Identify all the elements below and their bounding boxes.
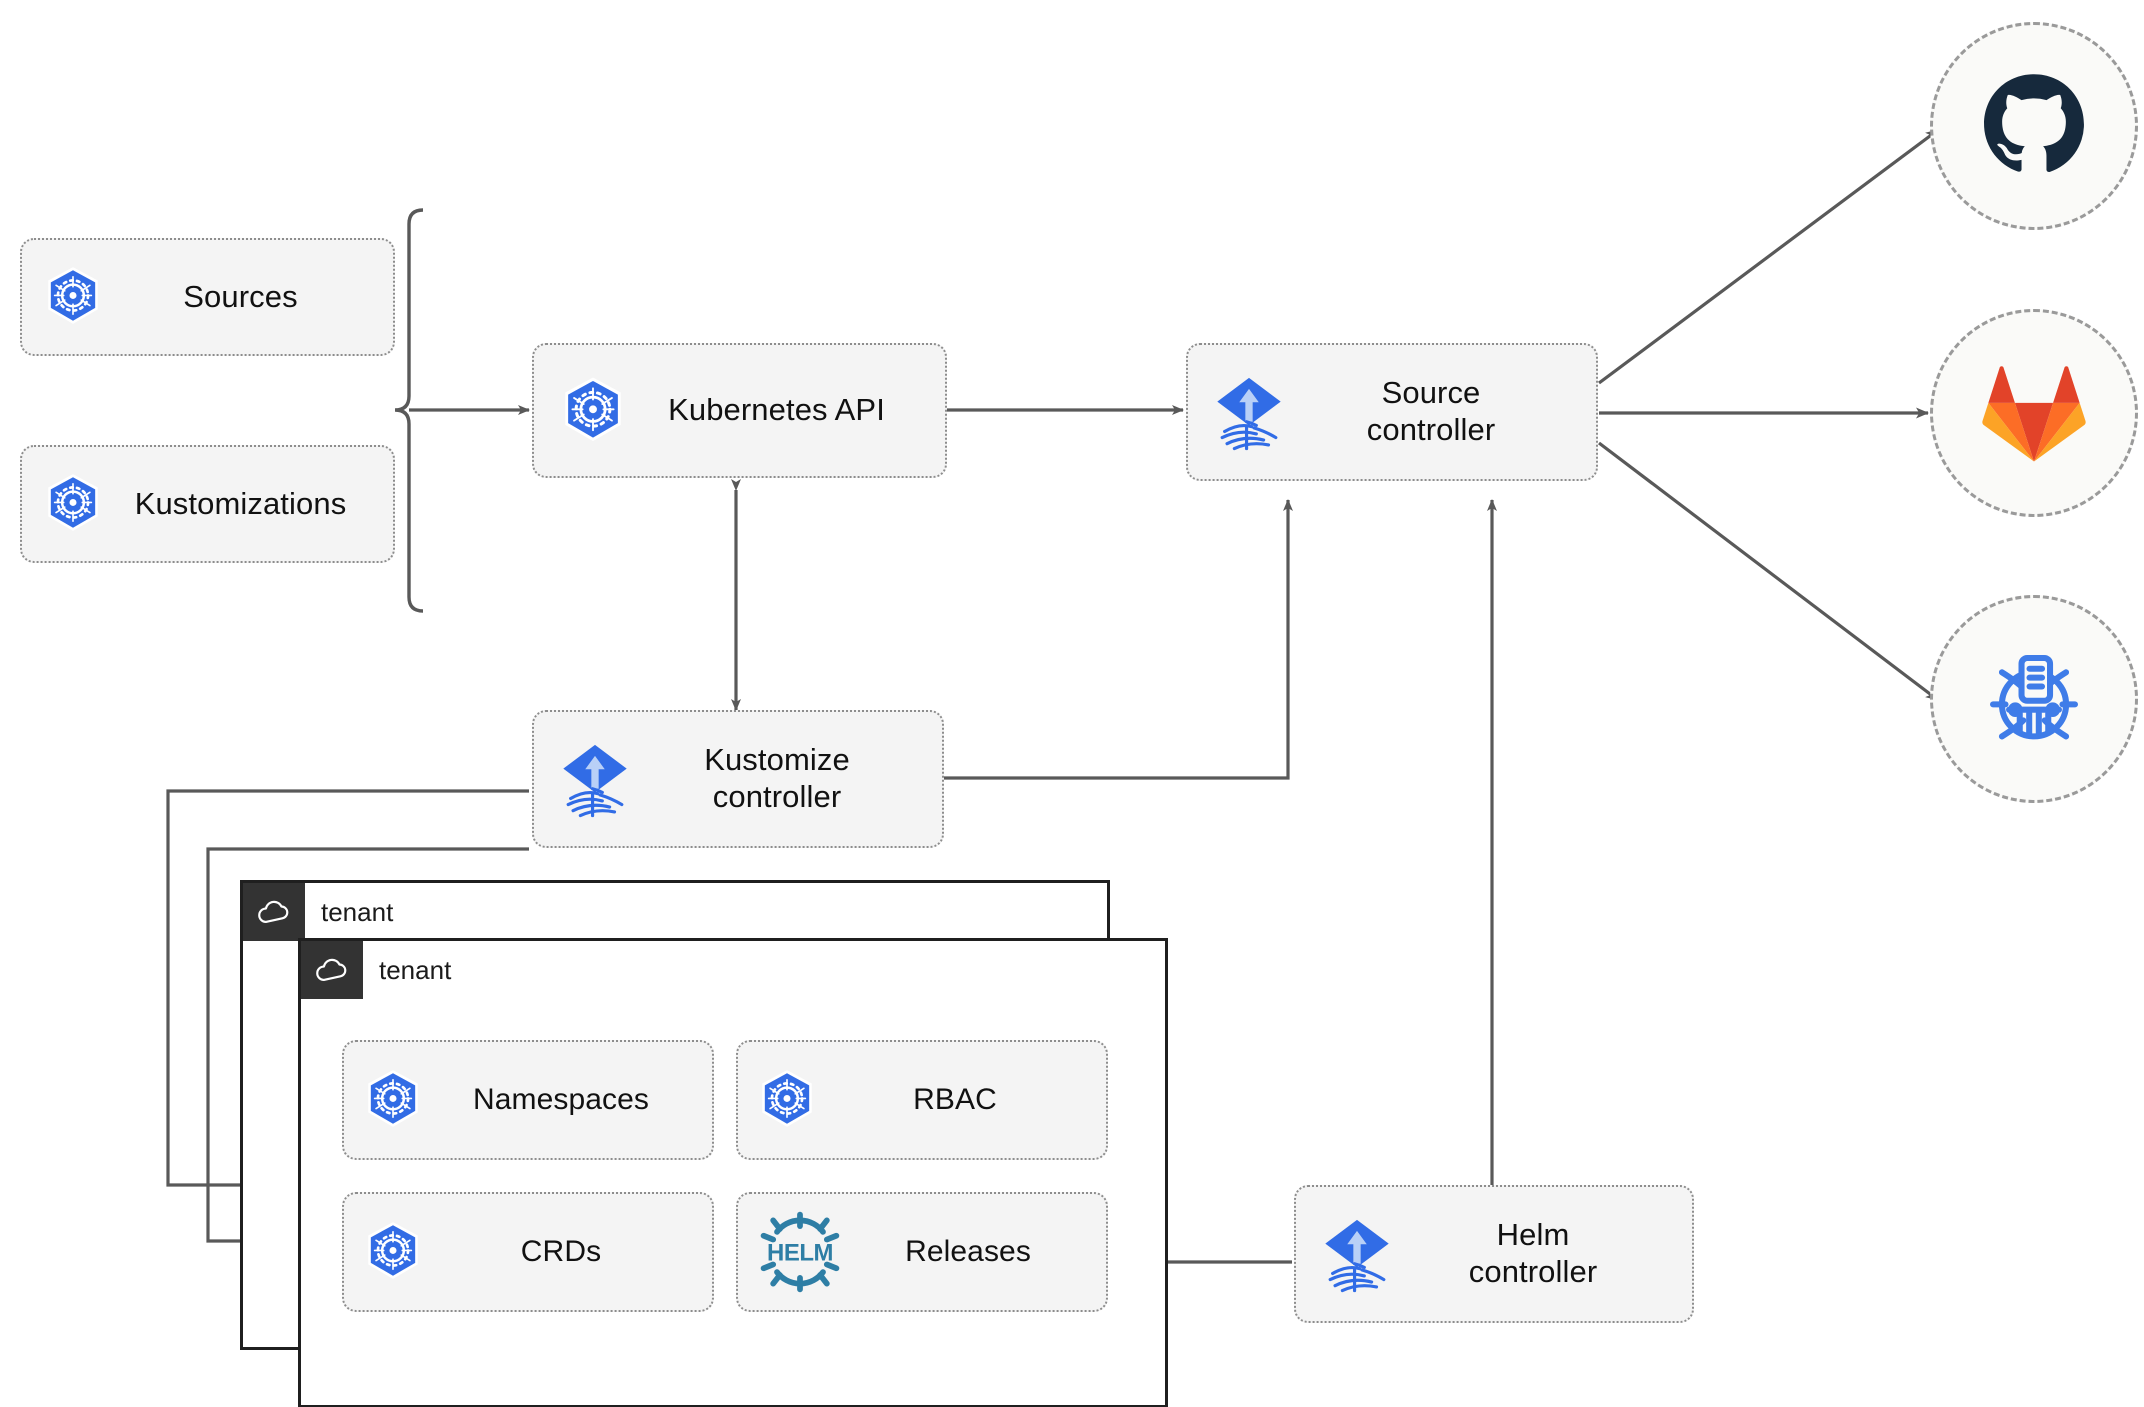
edge-source-to-github bbox=[1598, 128, 1939, 385]
node-rbac-label: RBAC bbox=[913, 1083, 997, 1117]
helm-icon: HELM bbox=[754, 1210, 846, 1294]
node-helm-controller-label: Helm controller bbox=[1468, 1217, 1598, 1289]
tenant-front-header: tenant bbox=[301, 941, 451, 999]
node-namespaces[interactable]: Namespaces bbox=[342, 1040, 714, 1160]
cloud-icon bbox=[243, 883, 305, 941]
node-kustomizations-label: Kustomizations bbox=[134, 485, 347, 521]
node-crds-label: CRDs bbox=[520, 1235, 602, 1269]
node-rbac[interactable]: RBAC bbox=[736, 1040, 1108, 1160]
svg-text:HELM: HELM bbox=[767, 1240, 833, 1267]
tenant-front-label: tenant bbox=[379, 954, 452, 985]
node-helm-controller[interactable]: Helm controller bbox=[1294, 1185, 1694, 1323]
provider-github[interactable] bbox=[1930, 22, 2138, 230]
tenant-back-label: tenant bbox=[321, 896, 394, 927]
gitlab-icon bbox=[1982, 366, 2086, 462]
flux-icon bbox=[1318, 1215, 1396, 1293]
cloud-icon bbox=[301, 941, 363, 999]
node-kubernetes-api[interactable]: Kubernetes API bbox=[532, 343, 947, 478]
tenant-back-header: tenant bbox=[243, 883, 393, 941]
flux-icon bbox=[1210, 373, 1288, 451]
edge-source-to-helmrepo bbox=[1598, 441, 1939, 702]
node-kustomize-controller[interactable]: Kustomize controller bbox=[532, 710, 944, 848]
brace-inputs bbox=[394, 208, 424, 613]
node-sources[interactable]: Sources bbox=[20, 238, 395, 356]
provider-helm-repository[interactable] bbox=[1930, 595, 2138, 803]
tenant-frame-front[interactable]: tenant bbox=[298, 938, 1168, 1407]
node-kubernetes-api-label: Kubernetes API bbox=[668, 392, 885, 428]
kubernetes-icon bbox=[360, 1067, 426, 1133]
kubernetes-icon bbox=[556, 374, 630, 448]
node-source-controller-label: Source controller bbox=[1366, 375, 1496, 447]
node-crds[interactable]: CRDs bbox=[342, 1192, 714, 1312]
flux-icon bbox=[556, 740, 634, 818]
node-source-controller[interactable]: Source controller bbox=[1186, 343, 1598, 481]
kubernetes-icon bbox=[754, 1067, 820, 1133]
node-releases[interactable]: HELM Releases bbox=[736, 1192, 1108, 1312]
edge-kustomize-to-source bbox=[944, 499, 1293, 780]
node-releases-label: Releases bbox=[905, 1235, 1031, 1269]
node-namespaces-label: Namespaces bbox=[472, 1083, 650, 1117]
kubernetes-icon bbox=[40, 471, 106, 537]
node-kustomize-controller-label: Kustomize controller bbox=[704, 742, 850, 814]
node-sources-label: Sources bbox=[183, 278, 298, 314]
provider-gitlab[interactable] bbox=[1930, 309, 2138, 517]
github-icon bbox=[1984, 74, 2084, 172]
kubernetes-icon bbox=[40, 264, 106, 330]
node-kustomizations[interactable]: Kustomizations bbox=[20, 445, 395, 563]
helm-repository-icon bbox=[1990, 655, 2078, 740]
kubernetes-icon bbox=[360, 1219, 426, 1285]
